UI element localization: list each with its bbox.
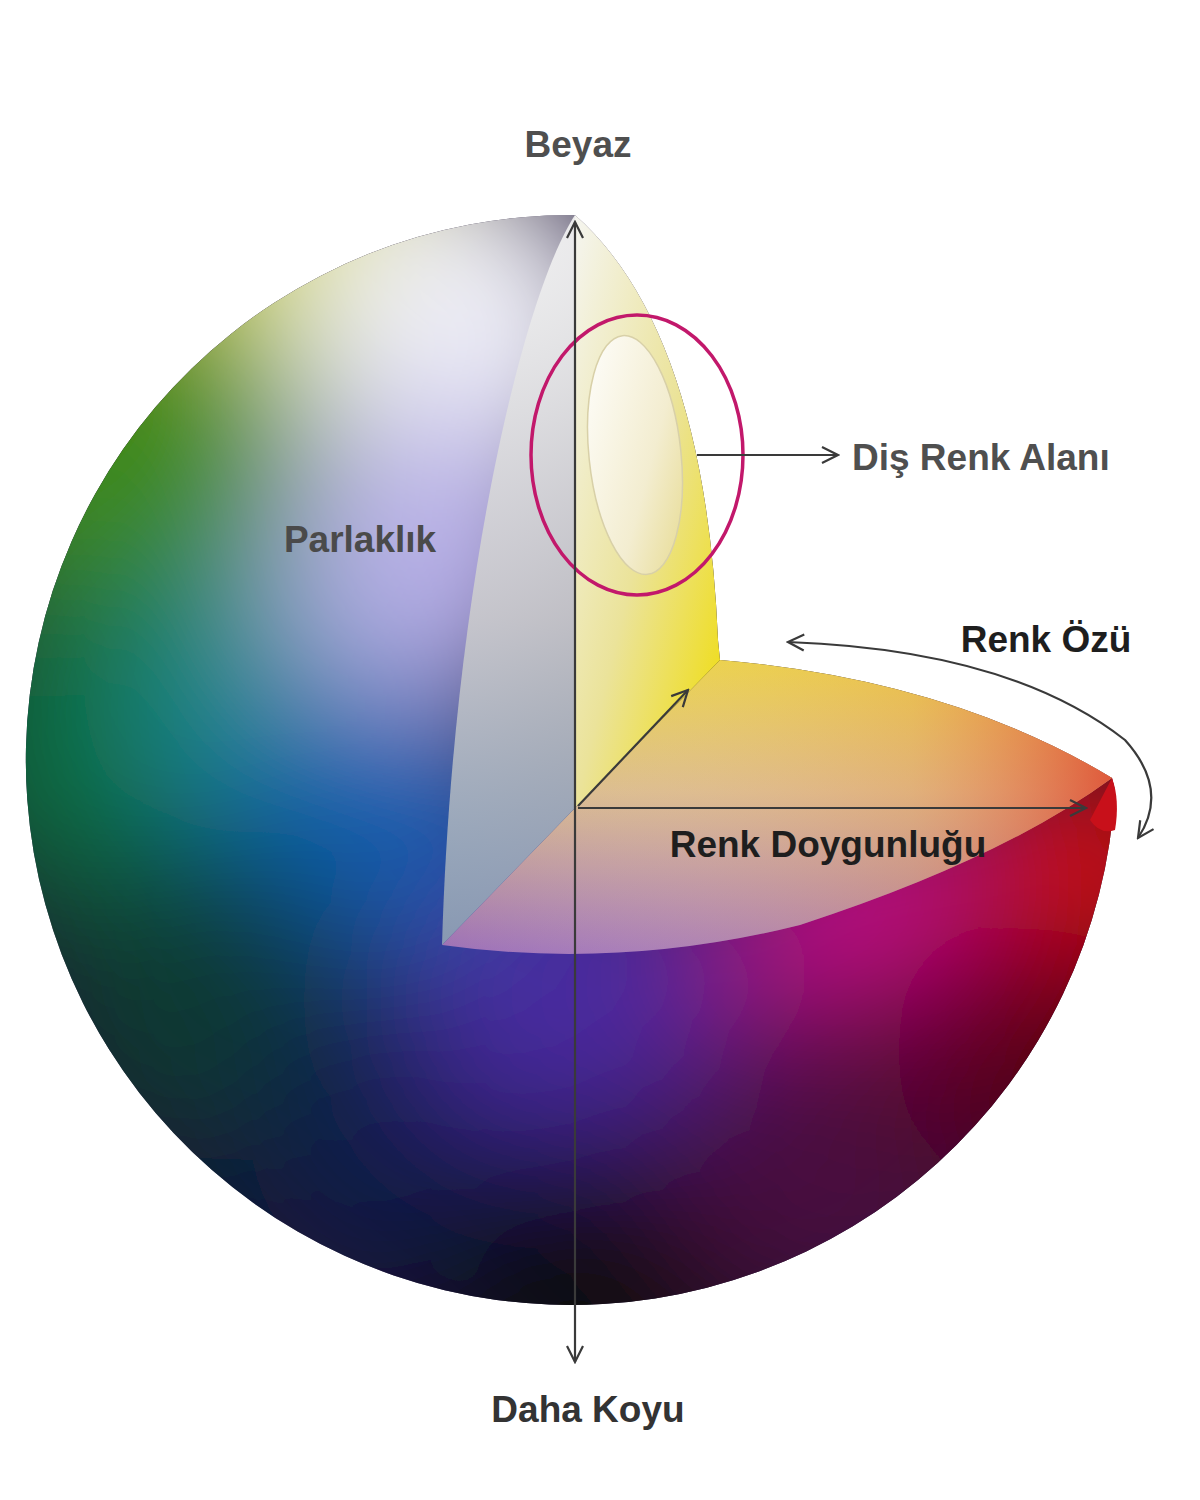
axis-label: Renk Doygunluğu	[670, 824, 987, 867]
axis-label: Parlaklık	[284, 519, 436, 562]
saturation-axis	[578, 807, 1086, 809]
leader-arrow	[697, 454, 838, 456]
axis-label: Renk Özü	[961, 619, 1132, 662]
hue-curve-arrow	[788, 642, 1151, 838]
sphere-surface	[0, 60, 1200, 1460]
top-pole-label: Beyaz	[525, 124, 632, 167]
yellow-lobe	[575, 215, 720, 808]
color-patch	[890, 920, 1150, 1180]
hue-direction-arrow	[578, 690, 688, 806]
lightness-axis	[574, 222, 576, 1362]
vertical-cut-face	[442, 215, 575, 945]
red-rim	[1090, 778, 1117, 831]
bottom-pole-label: Daha Koyu	[491, 1389, 684, 1432]
callout-label: Diş Renk Alanı	[852, 437, 1110, 480]
inner-gamut	[577, 331, 694, 579]
sphere-colors	[0, 60, 1200, 1460]
